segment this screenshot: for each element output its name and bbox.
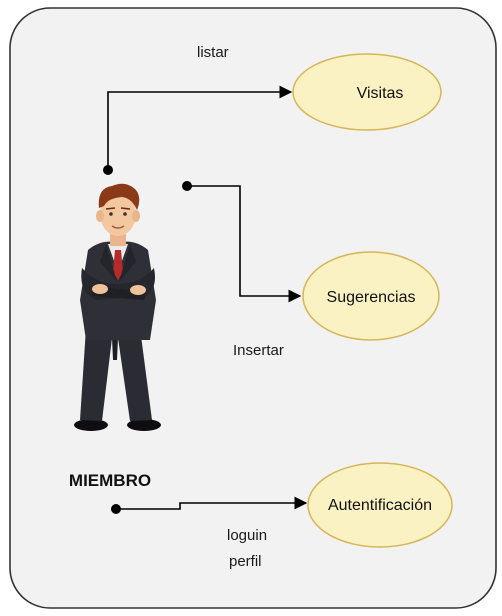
actor-name-label: MIEMBRO xyxy=(69,471,151,490)
connector-perfil-label: perfil xyxy=(229,553,262,570)
connector-loguin-label: loguin xyxy=(227,527,267,544)
connector-insertar xyxy=(182,181,302,303)
connector-listar-label: listar xyxy=(197,44,229,61)
connector-insertar-label: Insertar xyxy=(233,342,284,359)
connector-loguin xyxy=(111,496,308,514)
usecase-visitas-label: Visitas xyxy=(357,85,404,102)
usecase-autentificacion-label: Autentificación xyxy=(328,497,432,514)
actor-figure xyxy=(74,183,161,431)
usecase-sugerencias[interactable]: Sugerencias xyxy=(302,251,440,341)
system-boundary xyxy=(9,7,497,609)
usecase-visitas[interactable]: Visitas xyxy=(292,53,442,131)
usecase-sugerencias-label: Sugerencias xyxy=(327,289,416,306)
usecase-autentificacion[interactable]: Autentificación xyxy=(307,462,453,548)
connector-listar xyxy=(103,85,293,175)
